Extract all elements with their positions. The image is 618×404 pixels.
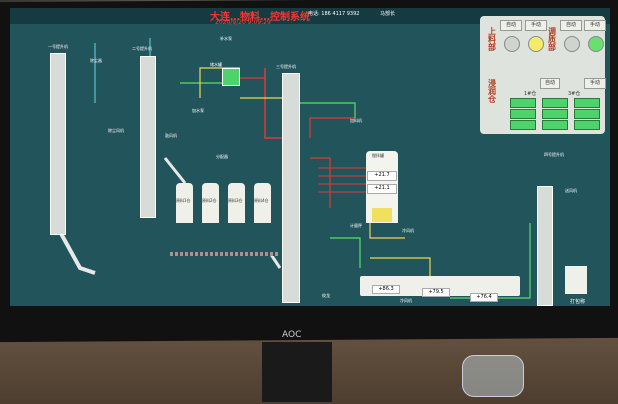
soak-auto-button[interactable]: 自动	[540, 78, 560, 89]
page-title: 大连…物料…控制系统	[210, 12, 310, 23]
bin-3-cell-a[interactable]	[574, 98, 600, 108]
conveyor-reading-a: +86.3	[372, 285, 400, 294]
mixer-fill	[372, 208, 392, 222]
soak-manual-button[interactable]: 手动	[584, 78, 606, 89]
title-bar	[10, 8, 610, 24]
monitor-brand-logo: AOC	[282, 330, 302, 340]
bagging-scale[interactable]	[565, 266, 587, 294]
elevator-2[interactable]	[140, 56, 156, 218]
bin-3-cell-b[interactable]	[574, 109, 600, 119]
bin-1-label: 1#仓	[524, 91, 537, 97]
silo-2-label: 原料2仓	[202, 198, 217, 203]
silo-3-label: 原料3仓	[228, 198, 243, 203]
silo-4-label: 原料4仓	[254, 198, 269, 203]
mixer-tank-label: 搅拌罐	[372, 153, 384, 158]
monitor-stand	[262, 342, 332, 402]
elevator-1[interactable]	[50, 53, 66, 235]
dust-fan-label: 除尘风机	[108, 128, 124, 133]
bin-2-cell-c[interactable]	[542, 120, 568, 130]
bin-2-cell-a[interactable]	[542, 98, 568, 108]
cooler-label: 冷风机	[400, 298, 412, 303]
adjust-section-label: 调质部	[548, 27, 556, 52]
silo-4[interactable]	[254, 183, 271, 223]
bin-2-cell-b[interactable]	[542, 109, 568, 119]
weight-reading-a: +21.7	[367, 171, 397, 181]
water-tank-label: 储水罐	[210, 62, 222, 67]
adjust-auto-button[interactable]: 自动	[560, 20, 582, 31]
silo-3[interactable]	[228, 183, 245, 223]
water-bottle	[462, 355, 524, 397]
silo-1[interactable]	[176, 183, 193, 223]
conveyor-reading-c: +76.4	[470, 293, 498, 302]
upper-status-lamp-2	[528, 36, 544, 52]
bin-3-cell-c[interactable]	[574, 120, 600, 130]
feed-pump-label: 加水泵	[192, 108, 204, 113]
soak-section-label: 浸润仓	[488, 79, 496, 104]
upper-auto-button[interactable]: 自动	[500, 20, 522, 31]
conveyor-silos	[170, 252, 278, 256]
bag-scale-label: 打包称	[570, 299, 586, 305]
elevator-4-label: 四号提升机	[544, 152, 564, 157]
bottom-conveyor[interactable]	[360, 276, 520, 296]
weight-reading-b: +21.1	[367, 184, 397, 194]
feeder-label: 加料机	[350, 118, 362, 123]
screw-label: 绞龙	[322, 293, 330, 298]
bag-fan-label: 送风机	[565, 188, 577, 193]
scada-screen: 大连…物料…控制系统 2020/9/20 9:09:29 电话: 186 411…	[10, 8, 610, 306]
blower-label: 鼓风机	[165, 133, 177, 138]
contact-name: 马部长	[380, 11, 396, 17]
adjust-status-lamp-2	[588, 36, 604, 52]
elevator-4[interactable]	[537, 186, 553, 306]
elevator-3-label: 三号提升机	[276, 64, 296, 69]
separator-label: 除尘器	[90, 58, 102, 63]
silo-1-label: 原料1仓	[176, 198, 191, 203]
upper-section-label: 上料部	[488, 27, 496, 52]
elevator-1-label: 一号提升机	[48, 44, 68, 49]
water-tank[interactable]	[222, 68, 240, 86]
silo-2[interactable]	[202, 183, 219, 223]
adjust-manual-button[interactable]: 手动	[584, 20, 606, 31]
water-pump-label: 补水泵	[220, 36, 232, 41]
datetime: 2020/9/20 9:09:29	[215, 19, 271, 26]
bin-1-cell-b[interactable]	[510, 109, 536, 119]
phone-label: 电话: 186 4117 9392	[308, 11, 360, 17]
bin-1-cell-a[interactable]	[510, 98, 536, 108]
conveyor-reading-b: +79.5	[422, 288, 450, 297]
scale-label: 计量秤	[350, 223, 362, 228]
adjust-status-lamp-1	[564, 36, 580, 52]
bin-3-label: 3#仓	[568, 91, 581, 97]
elevator-2-label: 二号提升机	[132, 46, 152, 51]
upper-manual-button[interactable]: 手动	[525, 20, 547, 31]
elevator-3[interactable]	[282, 73, 300, 303]
distributor-label: 分配器	[216, 154, 228, 159]
cool-fan-label: 冷风机	[402, 228, 414, 233]
upper-status-lamp-1	[504, 36, 520, 52]
bin-1-cell-c[interactable]	[510, 120, 536, 130]
